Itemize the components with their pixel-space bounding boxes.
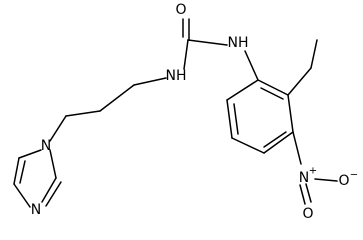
atom-nh-left: NH	[166, 68, 187, 84]
bond-ring-c5-c6	[226, 99, 233, 139]
bond-ring-c2-c3	[287, 94, 294, 133]
atom-nitro-n: N	[299, 170, 309, 186]
bond-ch2c-n1	[49, 115, 67, 142]
bond-nitro-n-o-double-a	[299, 184, 306, 205]
chemical-structure-diagram: O NH NH N N N + O − O	[13, 2, 358, 222]
bond-nitro-n-o-double-b	[305, 183, 312, 203]
bond-ring-c4-c5	[231, 137, 265, 154]
bond-ring-c6-c1	[226, 79, 259, 101]
bond-ch2a-ch2b	[99, 84, 135, 112]
bond-nitro-n-o-single	[314, 178, 338, 182]
bond-urea-c-nh-right	[187, 39, 228, 46]
bond-nh-right-aryl	[244, 50, 259, 81]
bond-ring-nitro-n	[292, 131, 302, 165]
bond-imid-c2-n3-b	[45, 181, 62, 207]
structure-canvas: O NH NH N N N + O − O	[13, 2, 358, 222]
atom-imidazole-n1: N	[41, 138, 51, 154]
bond-ring-c3-c4	[263, 131, 294, 154]
atom-nitro-o-single: O	[338, 173, 349, 189]
bond-ring-inner-c1-c2	[260, 87, 284, 100]
bond-imid-c4-c5-a	[13, 157, 20, 185]
bond-ring-c1-c2	[257, 79, 289, 96]
bond-methyl-tip	[310, 39, 318, 69]
bond-imid-c5-n1	[18, 149, 42, 159]
bonds	[13, 18, 338, 208]
bond-ring-methyl	[287, 67, 312, 96]
bond-imid-c2-n3-a	[41, 177, 57, 203]
bond-ch2b-ch2c	[65, 110, 101, 117]
bond-ring-inner-c5-c6	[233, 103, 239, 135]
atom-nitro-o-double: O	[302, 206, 313, 222]
atom-nh-right: NH	[228, 35, 249, 51]
atom-labels: O NH NH N N N + O − O	[31, 2, 358, 222]
bond-ring-inner-c3-c4	[263, 131, 287, 148]
bond-imid-c4-c5-b	[19, 160, 26, 184]
atom-nitro-o-single-charge: −	[350, 170, 358, 181]
atom-nitro-n-charge: +	[309, 166, 317, 177]
atom-urea-oxygen: O	[175, 2, 186, 18]
atom-imidazole-n3: N	[31, 202, 41, 218]
bond-nh-left-ch2a	[133, 77, 167, 86]
bond-imid-n3-c4	[13, 183, 31, 208]
bond-urea-c-nh-left	[183, 39, 189, 70]
bond-imid-n1-c2	[49, 149, 57, 179]
